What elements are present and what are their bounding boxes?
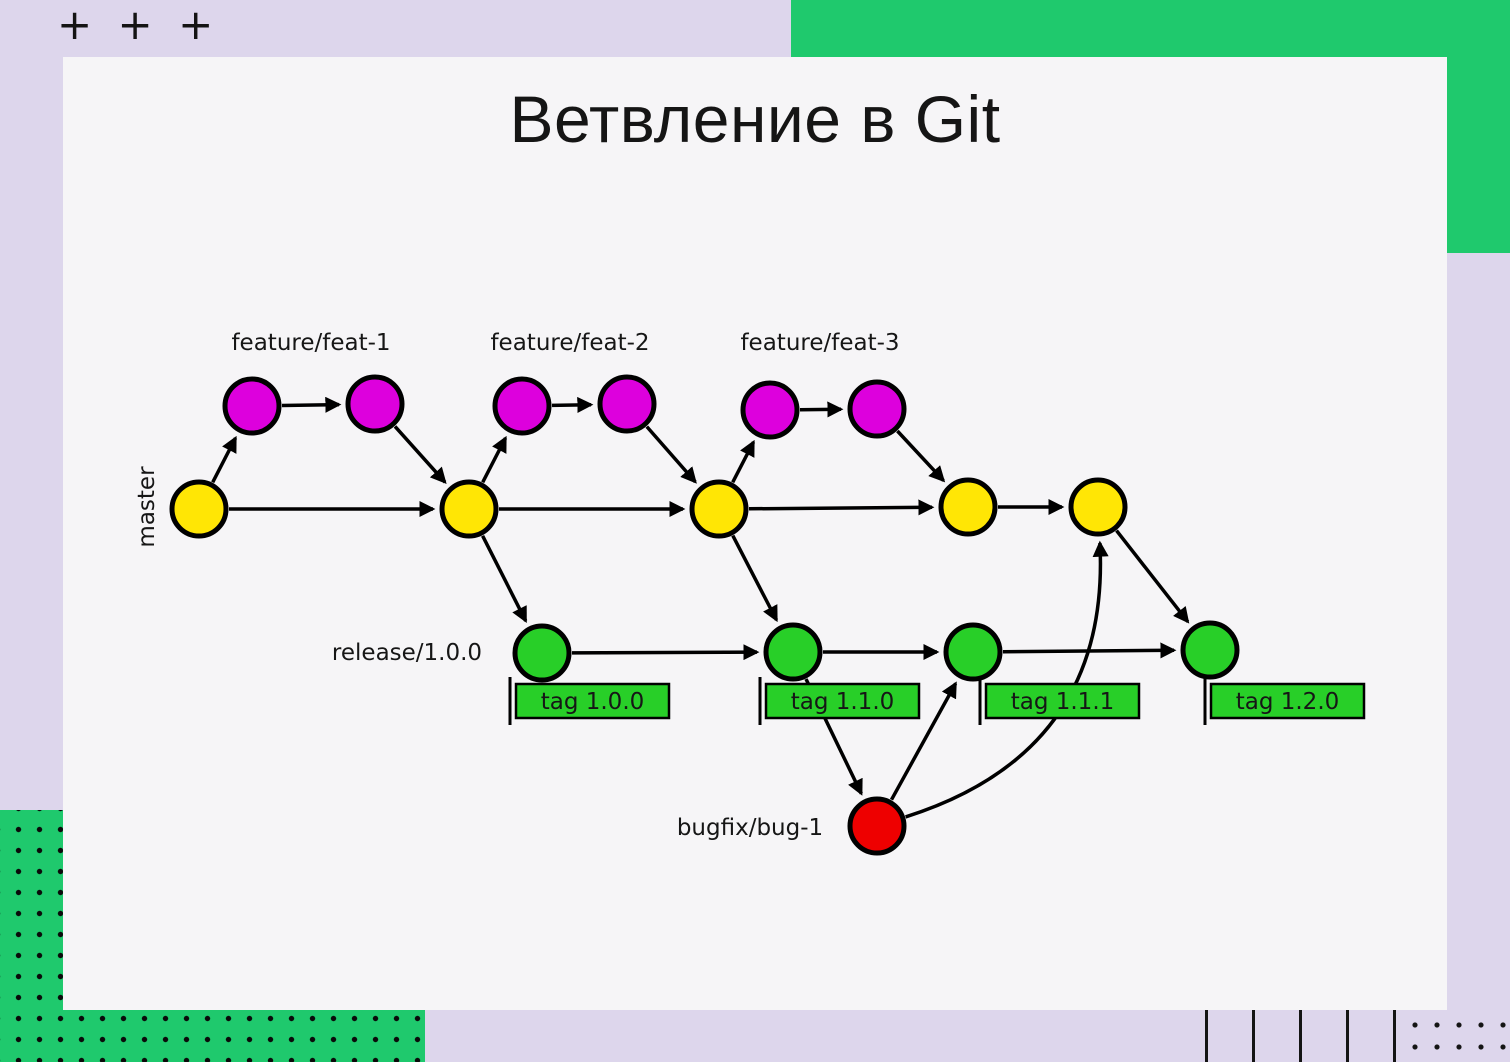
branch-label-feature-feat-3: feature/feat-3 xyxy=(740,330,899,356)
tag-label: tag 1.0.0 xyxy=(541,689,645,715)
git-branching-diagram: tag 1.0.0 tag 1.1.0 tag 1.1.1 tag 1.2.0 mast… xyxy=(134,330,1366,856)
tag-tag-1.2.0: tag 1.2.0 xyxy=(1203,677,1366,725)
tag-tag-1.1.0: tag 1.1.0 xyxy=(758,677,921,725)
arrow-f2b-to-m3 xyxy=(645,425,697,484)
vertical-lines-bottom-right xyxy=(1205,1010,1396,1062)
vertical-line xyxy=(1205,1010,1208,1062)
vertical-line xyxy=(1346,1010,1349,1062)
arrow-m3-to-f3a xyxy=(731,439,756,484)
commit-node-f1b-feature xyxy=(345,374,405,434)
tag-rect xyxy=(1209,682,1366,720)
arrow-m3-to-r2 xyxy=(731,534,779,623)
arrow-m2-to-f2a xyxy=(481,435,508,484)
tag-label: tag 1.1.0 xyxy=(791,689,895,715)
branch-label-release-1-0-0: release/1.0.0 xyxy=(332,640,482,666)
arrow-r3-to-r4 xyxy=(1002,642,1177,659)
commit-node-r1-release xyxy=(512,623,572,683)
vertical-line xyxy=(1393,1010,1396,1062)
commit-node-r4-release xyxy=(1180,620,1240,680)
branch-label-bugfix-bug-1: bugfix/bug-1 xyxy=(677,815,823,841)
commit-node-f3a-feature xyxy=(740,380,800,440)
commit-node-f2a-feature xyxy=(492,376,552,436)
tag-tag-1.0.0: tag 1.0.0 xyxy=(508,677,671,725)
commit-node-m1-master xyxy=(169,479,229,539)
tag-label: tag 1.2.0 xyxy=(1236,689,1340,715)
arrow-m1-to-f1a xyxy=(211,435,238,484)
arrow-f2a-to-f2b xyxy=(551,396,594,413)
branch-label-master: master xyxy=(134,466,160,548)
commit-node-m4-master xyxy=(938,477,998,537)
commit-node-f3b-feature xyxy=(847,379,907,439)
tag-label: tag 1.1.1 xyxy=(1011,689,1115,715)
slide-title: Ветвление в Git xyxy=(509,82,1001,156)
commit-node-f1a-feature xyxy=(222,376,282,436)
vertical-line xyxy=(1299,1010,1302,1062)
commit-node-m3-master xyxy=(689,479,749,539)
arrow-f3b-to-m4 xyxy=(896,429,946,483)
tag-rect xyxy=(764,682,921,720)
tag-tag-1.1.1: tag 1.1.1 xyxy=(978,677,1141,725)
commit-node-m2-master xyxy=(439,479,499,539)
tag-rect xyxy=(514,682,671,720)
arrow-f1a-to-f1b xyxy=(281,396,342,413)
arrow-b1-to-m5 xyxy=(905,540,1109,819)
commit-node-r3-release xyxy=(943,622,1003,682)
dot-grid-bottom-right xyxy=(1399,1007,1510,1062)
arrow-m3-to-m4 xyxy=(748,499,935,516)
plus-marks: + + + xyxy=(57,0,220,49)
tag-rect xyxy=(984,682,1141,720)
commit-node-m5-master xyxy=(1068,477,1128,537)
commit-node-b1-bugfix xyxy=(847,796,907,856)
vertical-line xyxy=(1252,1010,1255,1062)
arrow-r1-to-r2 xyxy=(571,644,760,661)
arrow-m5-to-r4 xyxy=(1115,529,1190,624)
branch-label-feature-feat-1: feature/feat-1 xyxy=(231,330,390,356)
arrow-f1b-to-m2 xyxy=(393,425,447,484)
commit-node-r2-release xyxy=(763,622,823,682)
branch-label-feature-feat-2: feature/feat-2 xyxy=(490,330,649,356)
arrow-b1-to-r3 xyxy=(889,681,958,801)
commit-node-f2b-feature xyxy=(597,374,657,434)
arrow-m2-to-r1 xyxy=(481,535,528,624)
